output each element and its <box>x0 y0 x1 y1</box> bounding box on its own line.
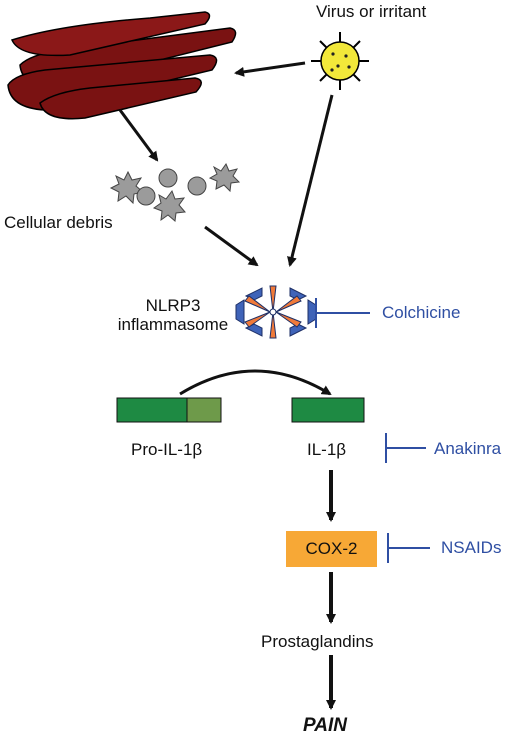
debris-label: Cellular debris <box>4 213 113 232</box>
virus-icon <box>311 32 369 90</box>
il1b-bar <box>291 397 365 423</box>
anakinra-inhibitor-symbol <box>385 433 426 463</box>
arrow-pro-to-il1b <box>179 369 332 396</box>
colchicine-inhibitor-symbol <box>315 298 370 328</box>
pro-il1b-bar <box>116 397 188 423</box>
anakinra-label: Anakinra <box>434 439 502 458</box>
cox2-label: COX-2 <box>305 539 358 558</box>
pro-il1b-label: Pro-IL-1β <box>131 440 203 459</box>
cellular-debris-icon <box>109 162 241 222</box>
pro-il1b-prodomain <box>186 397 222 423</box>
arrow-virus-to-muscle <box>234 61 306 77</box>
il1b-label: IL-1β <box>307 440 347 459</box>
nlrp3-label-line2: inflammasome <box>117 315 229 334</box>
nsaids-label: NSAIDs <box>441 538 502 557</box>
arrow-debris-to-nlrp3 <box>204 225 259 267</box>
colchicine-label: Colchicine <box>382 303 461 322</box>
cox2-box: COX-2 <box>286 531 377 567</box>
arrow-muscle-to-debris <box>118 109 159 162</box>
nsaids-inhibitor-symbol <box>387 533 430 563</box>
pain-label: PAIN <box>303 715 347 736</box>
nlrp3-label-line1: NLRP3 <box>145 296 201 315</box>
arrow-virus-to-nlrp3 <box>287 94 334 267</box>
prostaglandins-label: Prostaglandins <box>261 632 374 651</box>
muscle-fibers-icon <box>7 11 237 120</box>
inflammasome-icon <box>235 285 317 339</box>
virus-label: Virus or irritant <box>316 2 427 21</box>
